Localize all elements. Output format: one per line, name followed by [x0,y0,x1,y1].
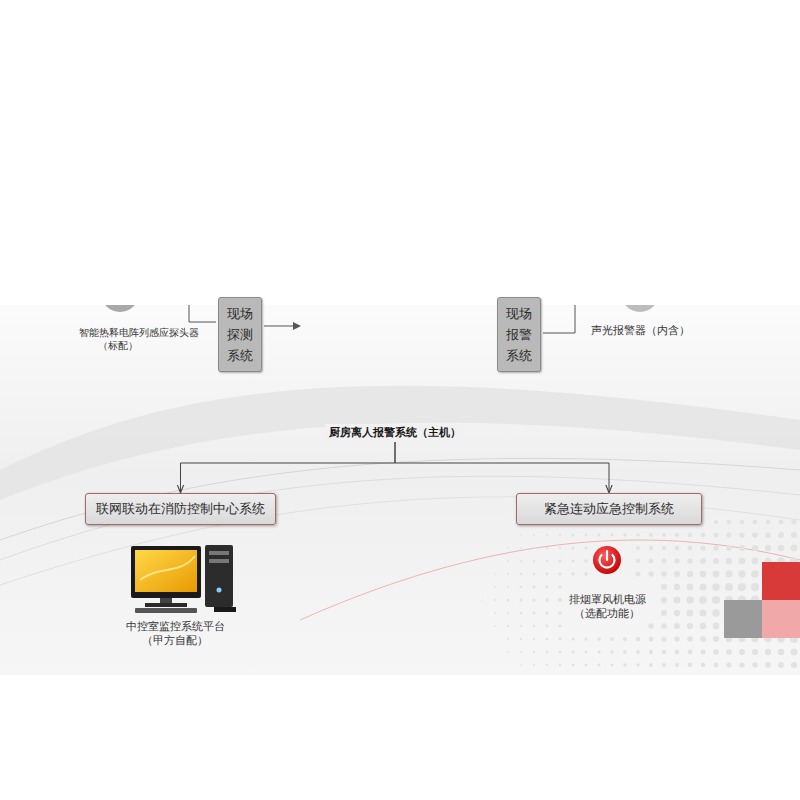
caption-label: （甲方自配） [142,634,208,647]
host-title: 厨房离人报警系统（主机） [325,424,465,441]
system-box: 联网联动在消防控制中心系统 [85,493,276,525]
caption-label: （标配） [98,339,138,352]
caption-label: 排烟罩风机电源 [569,593,646,606]
caption-label: 声光报警器（内含） [591,324,690,337]
system-box: 现场探测系统 [218,297,262,372]
node-text: 厨房离人报警系统（主机） [329,425,461,440]
system-box: 现场报警系统 [497,297,541,372]
computer-icon [131,545,236,613]
caption-label: 中控室监控系统平台 [126,620,225,633]
system-box: 紧急连动应急控制系统 [516,493,702,525]
caption-label: 智能热释电阵列感应探头器 [79,326,199,339]
node-text: 联网联动在消防控制中心系统 [96,500,265,518]
power-icon [593,546,621,574]
connector-arrow [395,442,609,492]
caption-label: （选配功能） [574,607,640,620]
connector-arrow [181,442,396,492]
node-text: 现场报警系统 [506,303,532,366]
node-text: 现场探测系统 [227,303,253,366]
node-text: 紧急连动应急控制系统 [527,500,691,518]
